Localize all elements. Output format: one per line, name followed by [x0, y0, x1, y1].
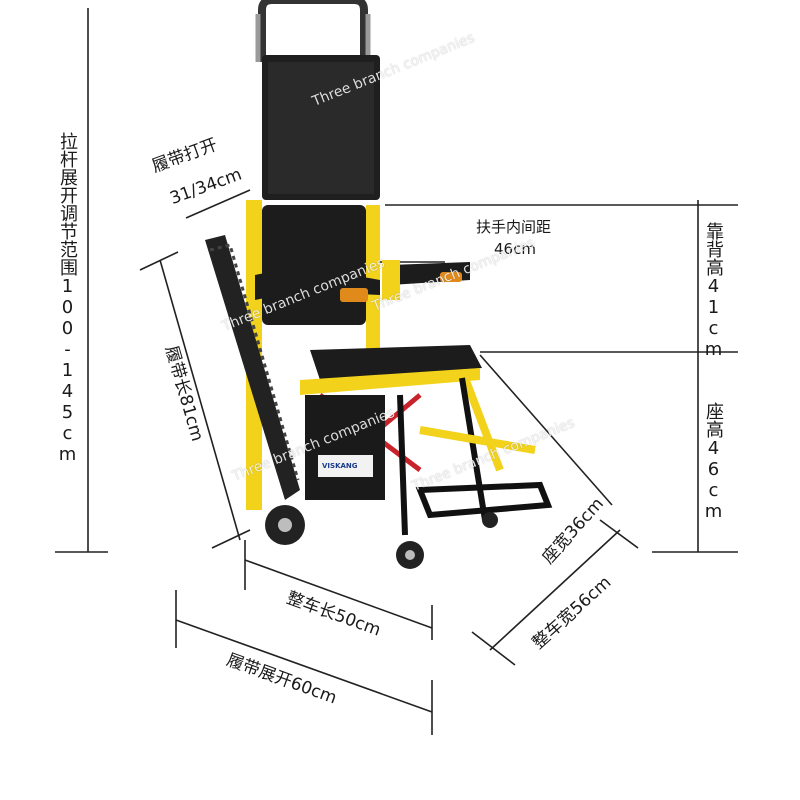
track-open-line — [185, 189, 251, 219]
front-leg — [459, 377, 488, 521]
caster-hub — [405, 550, 415, 560]
front-leg-yellow — [461, 376, 504, 472]
rear-leg — [397, 394, 408, 536]
push-handle — [258, 0, 368, 62]
armrest-right-button — [440, 272, 462, 282]
motor-housing — [305, 395, 385, 500]
total-width-tick-left — [471, 631, 516, 666]
total-width-tick-right — [599, 519, 639, 549]
total-width-line — [489, 529, 621, 651]
stair-chair — [205, 0, 553, 569]
lower-bar — [419, 426, 536, 454]
label-backrest-height: 靠背高41cm — [703, 222, 724, 360]
label-seat-height: 座高46cm — [703, 402, 724, 522]
backrest-upper-panel — [268, 62, 374, 194]
track-length-tick-bottom — [211, 529, 251, 549]
brand-plate — [318, 455, 373, 477]
seat-width-line — [479, 354, 613, 506]
label-handle-range: 拉杆展开调节范围100-145cm — [57, 132, 78, 465]
track-length-line — [159, 259, 241, 541]
handle-rails — [255, 14, 371, 62]
track-spread-line — [175, 619, 433, 713]
label-armrest-inner: 扶手内间距 — [476, 218, 552, 236]
footrest — [415, 481, 553, 519]
track-belt — [205, 235, 300, 500]
dimension-lines — [55, 8, 738, 735]
seat-frame — [300, 368, 480, 395]
armrest-right-bracket — [382, 260, 400, 300]
rear-wheel-hub — [278, 518, 292, 532]
track-length-tick-top — [139, 251, 179, 271]
caster-rear — [482, 512, 498, 528]
label-armrest-inner-value: 46cm — [494, 240, 536, 258]
seat-cushion — [310, 345, 482, 380]
armrest-left-button — [340, 288, 368, 302]
brand-label: VISKANG — [322, 462, 358, 470]
total-length-line — [244, 559, 433, 629]
